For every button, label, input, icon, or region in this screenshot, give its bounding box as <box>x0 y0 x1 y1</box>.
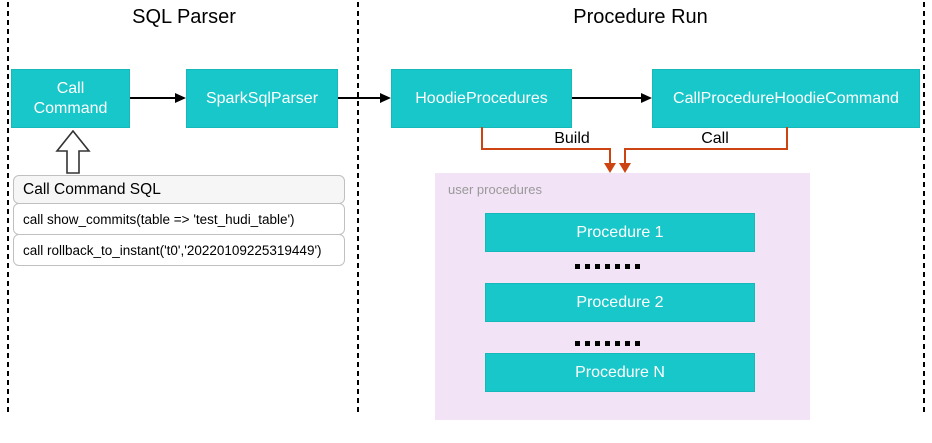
sql-panel-header: Call Command SQL <box>13 175 345 204</box>
procedure-2-label: Procedure 2 <box>576 293 664 311</box>
node-spark-sql-parser-label: SparkSqlParser <box>205 89 319 107</box>
arrow-right-icon <box>175 93 186 103</box>
call-connector-segment <box>786 127 788 150</box>
arrow-procedures-to-command-line <box>572 97 642 99</box>
procedure-1-label: Procedure 1 <box>576 223 664 241</box>
arrow-down-icon <box>604 163 616 173</box>
node-call-procedure-hoodie-command: CallProcedureHoodieCommand <box>652 69 920 128</box>
arrow-right-icon <box>380 93 391 103</box>
section-title-procedure-run: Procedure Run <box>573 6 708 28</box>
node-call-command: Call Command <box>11 69 130 128</box>
procedure-1-box: Procedure 1 <box>485 213 755 252</box>
ellipsis-separator <box>472 340 742 346</box>
node-spark-sql-parser: SparkSqlParser <box>186 69 338 128</box>
block-up-arrow-icon <box>55 130 91 174</box>
arrow-down-icon <box>619 163 631 173</box>
node-call-command-label: Call Command <box>33 79 108 117</box>
arrow-callcommand-to-parser-line <box>130 97 176 99</box>
left-dashed-divider <box>7 2 9 412</box>
center-dashed-divider <box>357 2 359 412</box>
ellipsis-separator <box>472 263 742 269</box>
build-edge-label: Build <box>554 130 590 147</box>
arrow-right-icon <box>641 93 652 103</box>
arrow-parser-to-procedures-line <box>338 97 381 99</box>
call-connector-segment <box>624 148 788 150</box>
build-connector-segment <box>609 148 611 165</box>
right-dashed-divider <box>923 2 925 412</box>
node-hoodie-procedures-label: HoodieProcedures <box>415 89 548 107</box>
procedure-2-box: Procedure 2 <box>485 283 755 322</box>
procedure-n-box: Procedure N <box>485 353 755 392</box>
node-call-procedure-hoodie-command-label: CallProcedureHoodieCommand <box>673 89 899 107</box>
build-connector-segment <box>481 127 483 150</box>
procedure-n-label: Procedure N <box>575 363 665 381</box>
sql-statement-row: call rollback_to_instant('t0','202201092… <box>13 234 345 266</box>
user-procedures-container: user procedures Procedure 1 Procedure 2 … <box>435 173 810 420</box>
sql-statement-row: call show_commits(table => 'test_hudi_ta… <box>13 203 345 235</box>
user-procedures-label: user procedures <box>448 182 542 197</box>
node-hoodie-procedures: HoodieProcedures <box>391 69 572 128</box>
section-title-sql-parser: SQL Parser <box>132 6 236 28</box>
build-connector-segment <box>481 148 611 150</box>
call-command-sql-panel: Call Command SQL call show_commits(table… <box>13 175 345 266</box>
call-connector-segment <box>624 148 626 165</box>
call-edge-label: Call <box>701 130 729 147</box>
